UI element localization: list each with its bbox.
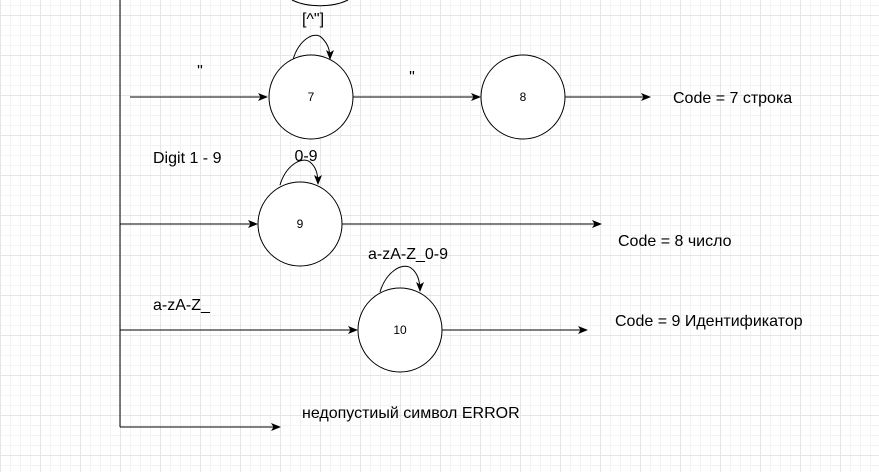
- partial-state-circle: [291, 0, 349, 7]
- self-loop-state-7: [292, 34, 334, 61]
- self-loop-state-10: [379, 265, 424, 293]
- edge-label-alpha-in: a-zA-Z_: [153, 297, 211, 314]
- edge-label-quote-in: ": [197, 63, 203, 80]
- state-8-label: 8: [520, 90, 527, 104]
- error-label: недопустиый символ ERROR: [302, 405, 520, 422]
- self-loop-state-9: [279, 159, 322, 186]
- state-7-label: 7: [308, 90, 315, 104]
- code-8-label: Code = 8 число: [618, 233, 732, 250]
- loop-label-state-9: 0-9: [294, 148, 317, 165]
- loop-label-state-10: a-zA-Z_0-9: [368, 246, 448, 263]
- loop-label-state-7: [^"]: [302, 11, 324, 28]
- edge-label-quote-7-8: ": [409, 69, 415, 86]
- state-10-label: 10: [393, 323, 407, 337]
- edge-label-digit-in: Digit 1 - 9: [153, 150, 222, 167]
- code-9-label: Code = 9 Идентификатор: [615, 313, 803, 330]
- state-9-label: 9: [297, 217, 304, 231]
- code-7-label: Code = 7 строка: [673, 90, 792, 107]
